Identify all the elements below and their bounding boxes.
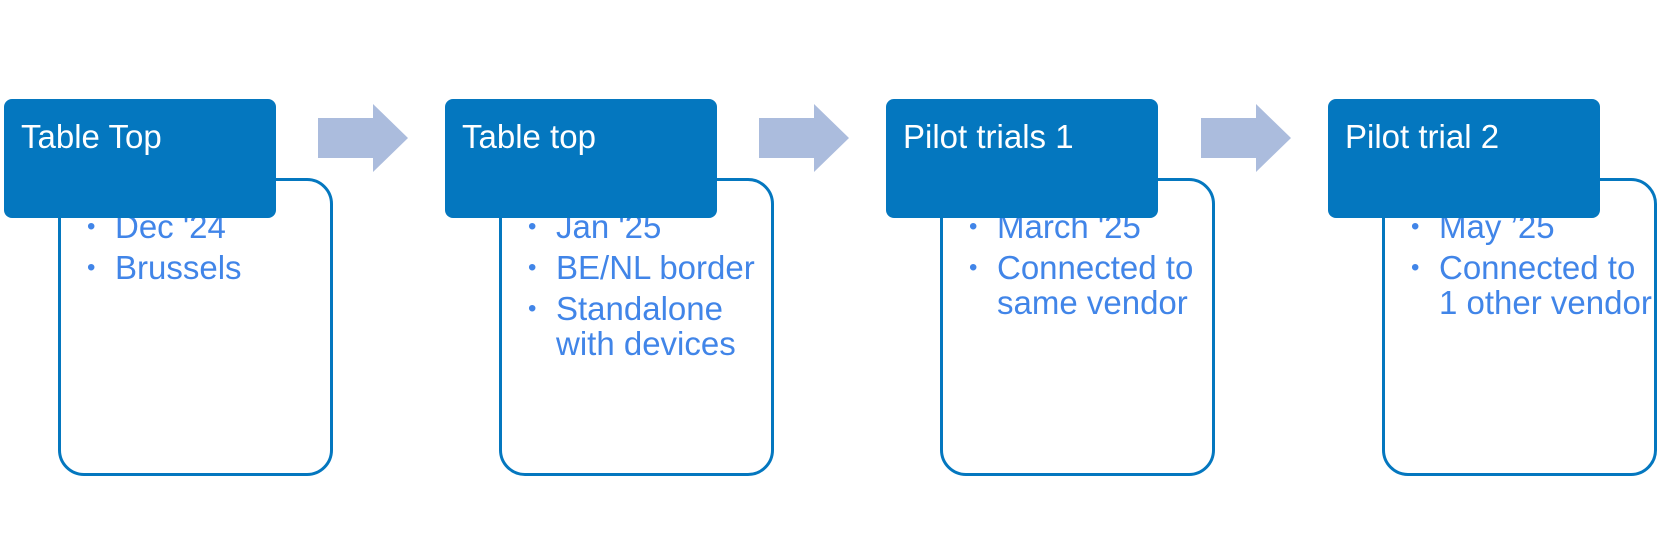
bullet-dot-icon: • (87, 213, 96, 240)
step-bullet-list: •May ’25 •Connected to 1 other vendor (1411, 209, 1654, 320)
bullet-dot-icon: • (1411, 254, 1420, 281)
step-details-card: •March '25 •Connected to same vendor (940, 178, 1215, 476)
step-bullet-text: Standalone with devices (556, 290, 736, 362)
step-bullet-text: Connected to same vendor (997, 249, 1194, 321)
step-bullet: • BE/NL border (528, 250, 771, 285)
step-header: Pilot trial 2 (1328, 99, 1600, 218)
step-bullet-text: Connected to 1 other vendor (1439, 249, 1652, 321)
step-3: •March '25 •Connected to same vendor Pil… (886, 0, 1306, 550)
step-details-card: •Jan '25 •BE/NL border •Standalone with … (499, 178, 774, 476)
bullet-dot-icon: • (87, 254, 96, 281)
bullet-dot-icon: • (969, 213, 978, 240)
bullet-dot-icon: • (528, 295, 537, 322)
bullet-dot-icon: • (528, 254, 537, 281)
step-title: Table top (462, 118, 596, 155)
right-arrow-icon (759, 104, 849, 172)
step-bullet-text: BE/NL border (556, 249, 755, 286)
step-bullet-text: Brussels (115, 249, 242, 286)
right-arrow-icon (318, 104, 408, 172)
step-bullet-list: •March '25 •Connected to same vendor (969, 209, 1212, 320)
step-2: •Jan '25 •BE/NL border •Standalone with … (445, 0, 865, 550)
right-arrow-icon (1201, 104, 1291, 172)
step-title: Pilot trials 1 (903, 118, 1074, 155)
step-details-card: •Dec '24 •Brussels (58, 178, 333, 476)
step-header: Table Top (4, 99, 276, 218)
step-title: Table Top (21, 118, 162, 155)
step-1: •Dec '24 •Brussels Table Top (4, 0, 424, 550)
step-bullet: • Brussels (87, 250, 330, 285)
step-bullet: • Connected to same vendor (969, 250, 1212, 320)
step-bullet-list: •Jan '25 •BE/NL border •Standalone with … (528, 209, 771, 361)
bullet-dot-icon: • (1411, 213, 1420, 240)
bullet-dot-icon: • (969, 254, 978, 281)
step-4: •May ’25 •Connected to 1 other vendor Pi… (1328, 0, 1660, 550)
step-details-card: •May ’25 •Connected to 1 other vendor (1382, 178, 1657, 476)
step-bullet: • Connected to 1 other vendor (1411, 250, 1654, 320)
step-bullet: • Standalone with devices (528, 291, 771, 361)
step-header: Pilot trials 1 (886, 99, 1158, 218)
step-bullet-list: •Dec '24 •Brussels (87, 209, 330, 285)
bullet-dot-icon: • (528, 213, 537, 240)
step-header: Table top (445, 99, 717, 218)
step-title: Pilot trial 2 (1345, 118, 1500, 155)
